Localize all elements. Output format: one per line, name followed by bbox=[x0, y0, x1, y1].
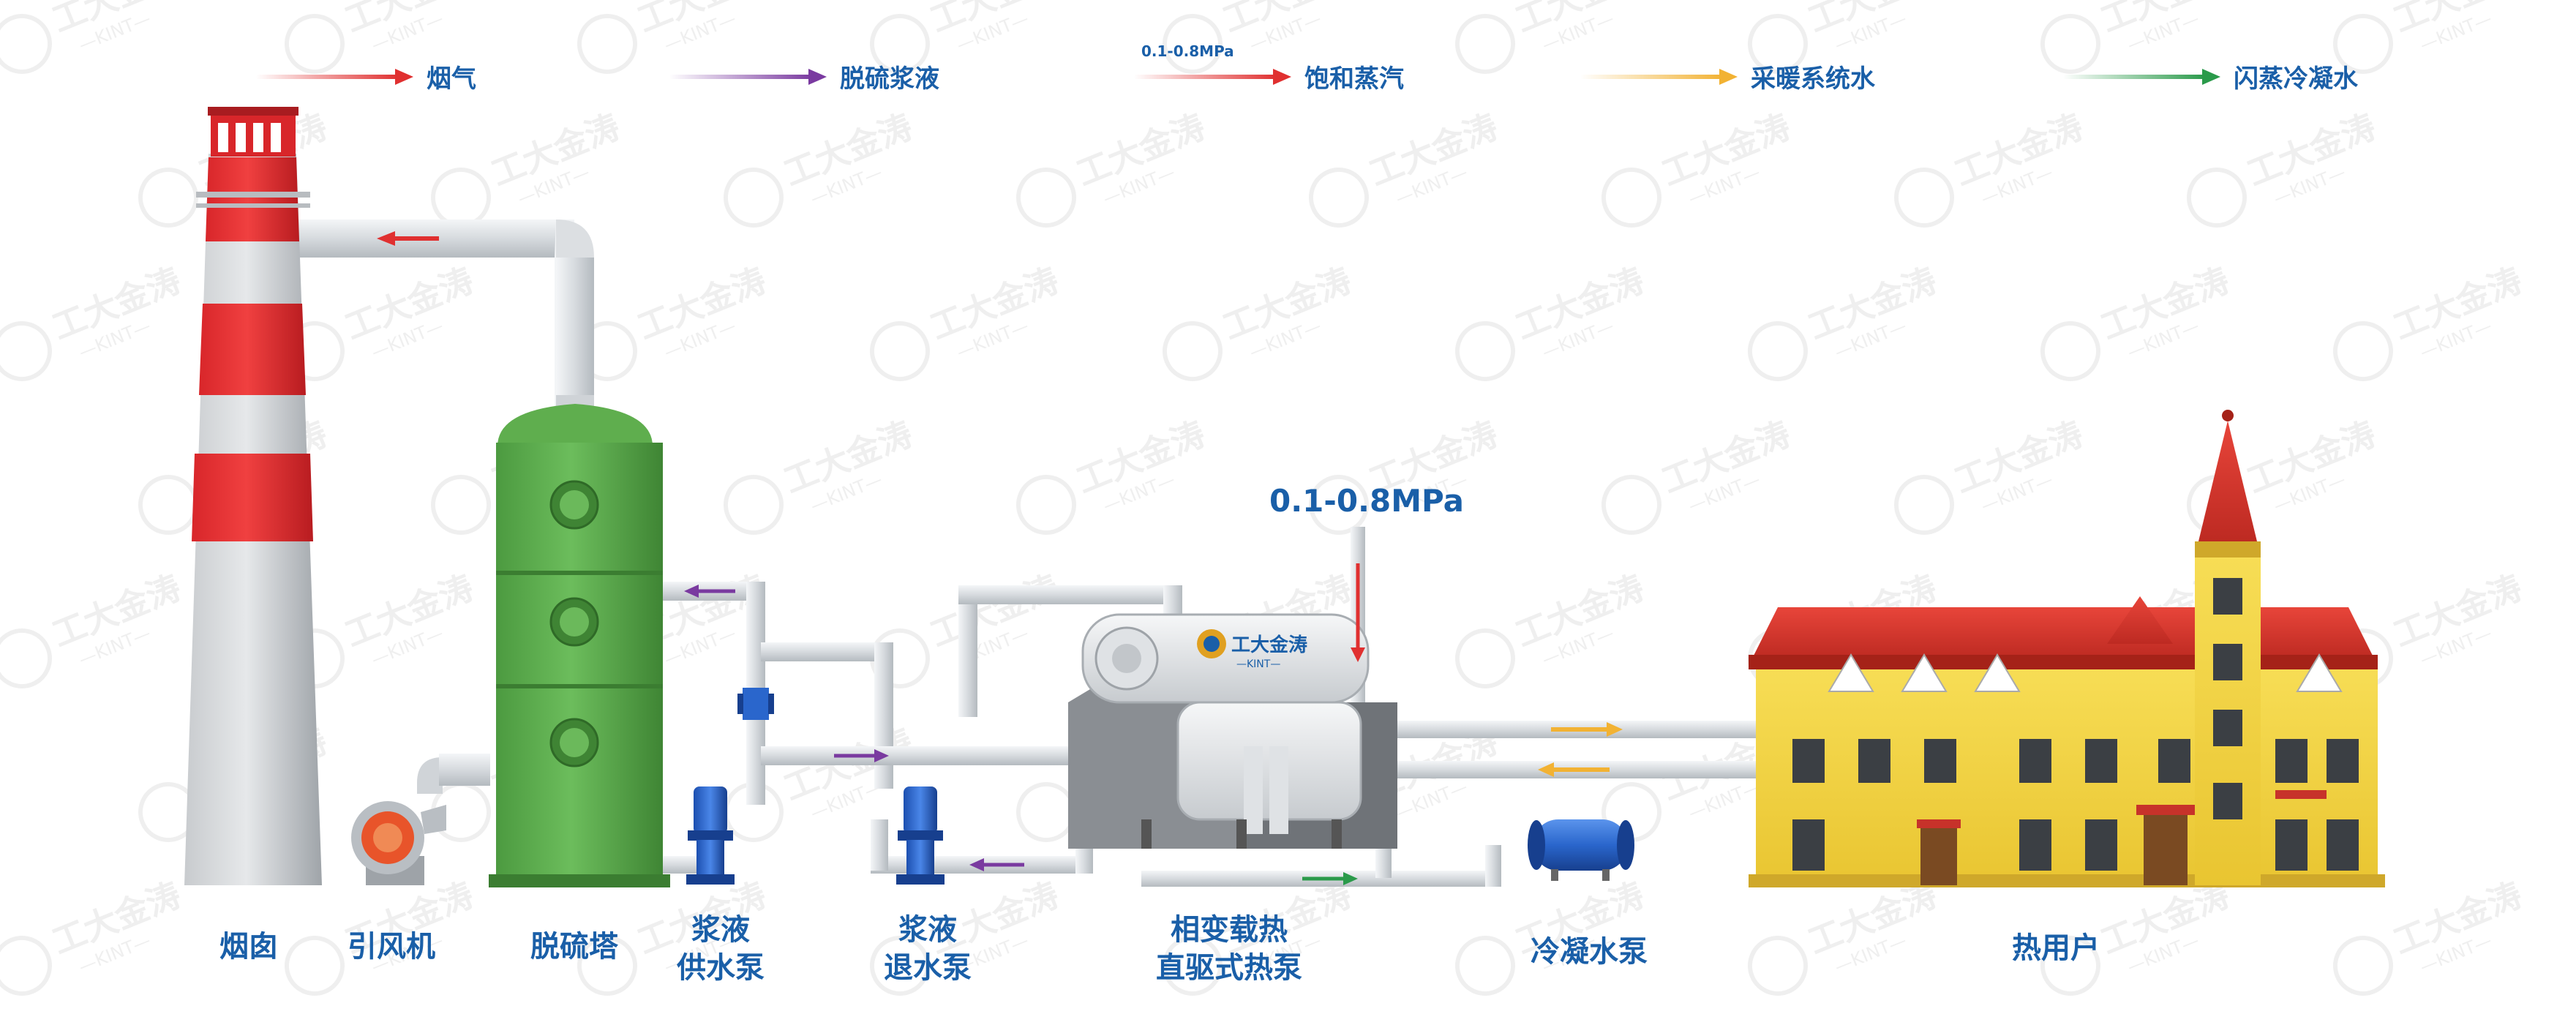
caption-fan: 引风机 bbox=[348, 928, 435, 966]
caption-heat-user: 热用户 bbox=[2012, 929, 2100, 967]
caption-line: 脱硫塔 bbox=[530, 930, 618, 964]
watermark-logo: 工大金涛—KINT— bbox=[1163, 260, 1356, 381]
caption-line: 相变载热 bbox=[1171, 913, 1288, 947]
watermark-logo: 工大金涛—KINT— bbox=[1016, 413, 1210, 535]
watermark-logo: 工大金涛—KINT— bbox=[1309, 413, 1503, 535]
watermark-logo: 工大金涛—KINT— bbox=[1601, 413, 1795, 535]
legend-steam-pressure: 0.1-0.8MPa bbox=[1141, 42, 1234, 60]
watermark-logo: 工大金涛—KINT— bbox=[285, 260, 478, 381]
induced-draft-fan bbox=[351, 801, 446, 885]
watermark-logo: 工大金涛—KINT— bbox=[0, 260, 186, 381]
watermark-logo: 工大金涛—KINT— bbox=[577, 260, 771, 381]
legend-label: 闪蒸冷凝水 bbox=[2234, 64, 2358, 94]
caption-chimney: 烟囱 bbox=[219, 928, 278, 966]
caption-line: 冷凝水泵 bbox=[1531, 935, 1648, 969]
watermark-logo: 工大金涛—KINT— bbox=[2187, 106, 2381, 228]
valve-icon bbox=[737, 688, 774, 720]
legend-arrow-icon bbox=[669, 68, 827, 85]
legend-label: 饱和蒸汽 bbox=[1304, 64, 1404, 94]
chimney bbox=[184, 107, 322, 885]
watermark-logo: 工大金涛—KINT— bbox=[1748, 874, 1942, 996]
flue-duct bbox=[296, 219, 594, 794]
heat-pump-brand-sub: —KINT— bbox=[1236, 658, 1280, 670]
watermark-logo: 工大金涛—KINT— bbox=[0, 874, 186, 996]
caption-line: 供水泵 bbox=[677, 951, 765, 985]
watermark-logo: 工大金涛—KINT— bbox=[1601, 106, 1795, 228]
caption-heat-pump: 相变载热 直驱式热泵 bbox=[1156, 911, 1302, 987]
caption-line: 热用户 bbox=[2012, 931, 2100, 965]
watermark-logo: 工大金涛—KINT— bbox=[724, 106, 917, 228]
caption-condensate-pump: 冷凝水泵 bbox=[1531, 933, 1648, 971]
legend-flash-condensate: 闪蒸冷凝水 bbox=[2063, 59, 2358, 94]
legend-label: 采暖系统水 bbox=[1751, 64, 1875, 94]
legend-label: 烟气 bbox=[427, 64, 476, 94]
slurry-supply-pump bbox=[686, 786, 735, 885]
caption-return-pump: 浆液 退水泵 bbox=[884, 911, 972, 987]
legend-arrow-icon bbox=[1134, 68, 1291, 85]
legend-heating-water: 采暖系统水 bbox=[1580, 59, 1875, 94]
caption-supply-pump: 浆液 供水泵 bbox=[677, 911, 765, 987]
legend-slurry: 脱硫浆液 bbox=[669, 59, 939, 94]
legend-label: 脱硫浆液 bbox=[840, 64, 939, 94]
watermark-logo: 工大金涛—KINT— bbox=[1894, 106, 2088, 228]
legend-saturated-steam: 饱和蒸汽 bbox=[1134, 59, 1404, 94]
slurry-return-pump bbox=[896, 786, 945, 885]
legend-arrow-icon bbox=[2063, 68, 2220, 85]
caption-line: 浆液 bbox=[691, 913, 750, 947]
watermark-logo: 工大金涛—KINT— bbox=[1455, 567, 1649, 688]
watermark-logo: 工大金涛—KINT— bbox=[0, 567, 186, 688]
watermark-logo: 工大金涛—KINT— bbox=[870, 260, 1064, 381]
caption-line: 引风机 bbox=[348, 930, 435, 964]
watermark-logo: 工大金涛—KINT— bbox=[2333, 0, 2527, 74]
heat-user-building bbox=[1749, 410, 2385, 887]
caption-line: 直驱式热泵 bbox=[1156, 951, 1302, 985]
watermark-logo: 工大金涛—KINT— bbox=[2333, 260, 2527, 381]
heat-pump-unit bbox=[1068, 613, 1397, 849]
watermark-logo: 工大金涛—KINT— bbox=[1894, 413, 2088, 535]
flow-arrows bbox=[377, 231, 1623, 885]
legend-arrow-icon bbox=[1580, 68, 1738, 85]
watermark-logo: 工大金涛—KINT— bbox=[0, 0, 186, 74]
watermark-logo: 工大金涛—KINT— bbox=[1309, 106, 1503, 228]
caption-line: 浆液 bbox=[898, 913, 957, 947]
watermark-logo: 工大金涛—KINT— bbox=[2333, 874, 2527, 996]
watermark-logo: 工大金涛—KINT— bbox=[1748, 260, 1942, 381]
watermark-logo: 工大金涛—KINT— bbox=[724, 413, 917, 535]
watermark-logo: 工大金涛—KINT— bbox=[2040, 260, 2234, 381]
watermark-logo: 工大金涛—KINT— bbox=[1455, 260, 1649, 381]
legend-flue-gas: 烟气 bbox=[256, 59, 476, 94]
caption-tower: 脱硫塔 bbox=[530, 928, 618, 966]
caption-line: 退水泵 bbox=[884, 951, 972, 985]
desulfurization-tower bbox=[489, 395, 670, 887]
heat-pump-brand-name: 工大金涛 bbox=[1231, 634, 1307, 656]
watermark-logo: 工大金涛—KINT— bbox=[1016, 106, 1210, 228]
steam-pressure-label: 0.1-0.8MPa bbox=[1269, 483, 1465, 519]
legend-arrow-icon bbox=[256, 68, 413, 85]
caption-line: 烟囱 bbox=[219, 930, 278, 964]
condensate-pump-tank bbox=[1528, 819, 1634, 881]
watermark-logo: 工大金涛—KINT— bbox=[431, 106, 625, 228]
